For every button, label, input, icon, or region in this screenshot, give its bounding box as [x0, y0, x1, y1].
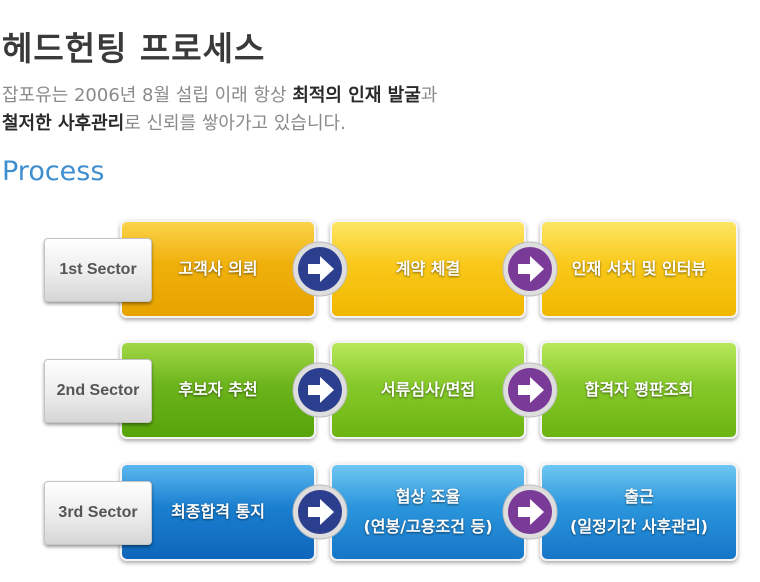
process-row-1: 고객사 의뢰 계약 체결 인재 서치 및 인터뷰 1st Sector — [0, 212, 760, 324]
intro-text-plain: 과 — [420, 85, 438, 106]
intro-text-bold: 철저한 사후관리 — [2, 113, 125, 134]
sector-badge: 1st Sector — [44, 238, 152, 302]
arrow-right-icon — [292, 362, 348, 418]
step-box: 서류심사/면접 — [330, 341, 526, 439]
section-title: Process — [2, 156, 105, 187]
step-box: 계약 체결 — [330, 220, 526, 318]
intro-line-1: 잡포유는 2006년 8월 설립 이래 항상 최적의 인재 발굴과 — [2, 82, 437, 110]
arrow-right-icon — [502, 241, 558, 297]
step-sublabel: (일정기간 사후관리) — [570, 517, 708, 536]
step-label: 후보자 추천 — [178, 380, 258, 399]
step-label: 최종합격 통지 — [171, 502, 265, 521]
sector-badge: 2nd Sector — [44, 359, 152, 423]
step-label: 계약 체결 — [395, 259, 461, 278]
intro-text-plain: 잡포유는 2006년 8월 설립 이래 항상 — [2, 85, 293, 106]
step-box: 출근 (일정기간 사후관리) — [540, 463, 738, 561]
intro-text-plain: 로 신뢰를 쌓아가고 있습니다. — [124, 113, 346, 134]
step-label: 합격자 평판조회 — [584, 380, 694, 399]
arrow-right-icon — [292, 484, 348, 540]
intro-text: 잡포유는 2006년 8월 설립 이래 항상 최적의 인재 발굴과 철저한 사후… — [2, 82, 437, 138]
arrow-right-icon — [292, 241, 348, 297]
step-box: 합격자 평판조회 — [540, 341, 738, 439]
intro-line-2: 철저한 사후관리로 신뢰를 쌓아가고 있습니다. — [2, 110, 437, 138]
step-box: 협상 조율 (연봉/고용조건 등) — [330, 463, 526, 561]
step-label: 출근 — [624, 487, 654, 506]
page-title: 헤드헌팅 프로세스 — [2, 29, 266, 68]
step-label: 서류심사/면접 — [380, 380, 476, 399]
step-box: 고객사 의뢰 — [120, 220, 316, 318]
step-label: 인재 서치 및 인터뷰 — [571, 259, 707, 278]
step-box: 최종합격 통지 — [120, 463, 316, 561]
sector-badge: 3rd Sector — [44, 481, 152, 545]
process-row-2: 후보자 추천 서류심사/면접 합격자 평판조회 2nd Sector — [0, 333, 760, 445]
arrow-right-icon — [502, 484, 558, 540]
step-sublabel: (연봉/고용조건 등) — [363, 517, 493, 536]
intro-text-bold: 최적의 인재 발굴 — [292, 85, 421, 106]
step-box: 후보자 추천 — [120, 341, 316, 439]
step-label: 협상 조율 — [395, 487, 461, 506]
step-box: 인재 서치 및 인터뷰 — [540, 220, 738, 318]
arrow-right-icon — [502, 362, 558, 418]
process-row-3: 최종합격 통지 협상 조율 (연봉/고용조건 등) 출근 (일정기간 사후관리)… — [0, 455, 760, 567]
step-label: 고객사 의뢰 — [178, 259, 258, 278]
